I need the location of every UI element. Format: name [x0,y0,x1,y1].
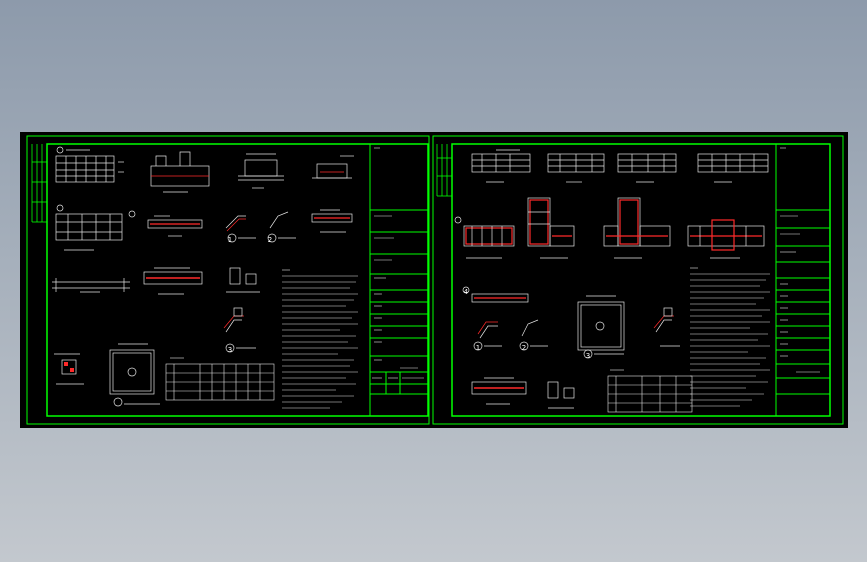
sheet-1-elevation[interactable] [52,278,130,293]
sheet-2-joint-detail-1[interactable] [454,216,515,259]
sheet-2-beam-elevation-3[interactable] [617,153,677,183]
sheet-1-bar-detail[interactable] [147,215,203,237]
sheet-1-detail-bubble-1: 1 [228,236,232,244]
sheet-1-binding-strip [31,144,47,223]
sheet-1-general-notes[interactable] [282,269,358,409]
sheet-1-column-detail[interactable] [54,353,84,385]
sheet-1-detail-bubble-2: 2 [268,236,272,244]
sheet-1-small-section[interactable] [226,267,260,293]
sheet-2-bend-detail-2[interactable] [519,319,548,351]
sheet-2-detail-bubble-1: 1 [476,344,480,352]
sheet-1-beam-reinforcement[interactable] [143,267,203,295]
sheet-2-detail-bubble-4: 4 [464,288,469,296]
sheet-2-bar-detail[interactable] [462,286,529,303]
sheet-1-outer-frame [26,135,430,425]
sheet-1-inner-frame [46,143,429,417]
sheet-2-rebar-schedule[interactable] [607,369,693,413]
sheet-1-title-block [369,144,428,416]
sheet-2-title-block-text [780,147,820,373]
sheet-1-bend-detail-2[interactable] [267,211,296,243]
sheet-2-outer-frame [432,135,844,425]
sheet-1-bend-detail-3[interactable] [223,307,256,353]
sheet-1-detail-bubble-3: 3 [228,346,232,354]
sheet-1-section-c[interactable] [312,155,354,179]
sheet-1-bar-detail-2[interactable] [311,209,353,233]
sheet-2-joint-detail-3[interactable] [603,197,671,259]
sheet-2-beam-elevation-2[interactable] [547,153,605,183]
sheet-2-binding-strip [436,144,452,197]
sheet-1-section-a[interactable] [150,151,210,193]
sheet-2-inner-frame [451,143,831,417]
drawing-svg: 1 2 3 [20,132,848,428]
sheet-2-small-section[interactable] [547,381,575,409]
sheet-2-detail-bubble-2: 2 [522,344,526,352]
sheet-2-title-block [775,144,830,416]
sheet-1-bend-detail-1[interactable] [225,215,256,243]
sheet-2-detail-bubble-3: 3 [586,352,590,360]
sheet-1-title-block-text [372,147,424,379]
drawing-canvas[interactable]: 1 2 3 [20,132,848,428]
sheet-2-joint-detail-4[interactable] [687,219,765,259]
sheet-1-beam-section-grid[interactable] [55,146,124,183]
sheet-2-beam-elevation-1[interactable] [471,149,531,183]
sheet-2-beam-elevation-4[interactable] [697,153,769,183]
sheet-2-bend-detail-1[interactable] [473,321,502,351]
sheet-2-general-notes[interactable] [690,267,770,407]
sheet-2-joint-detail-2[interactable] [527,197,575,259]
sheet-1-section-b[interactable] [238,153,284,189]
sheet-2-base-plate-plan[interactable] [577,295,625,359]
sheet-2-bend-detail-3[interactable] [653,307,680,347]
sheet-1-base-plate-plan[interactable] [109,343,160,407]
sheet-1-rebar-schedule[interactable] [165,357,275,401]
drawing-sheet-1[interactable]: 1 2 3 [26,135,430,425]
drawing-sheet-2[interactable]: 1 2 3 4 [432,135,844,425]
sheet-2-beam-reinforcement[interactable] [471,377,527,405]
sheet-1-plan-detail[interactable] [55,204,136,251]
